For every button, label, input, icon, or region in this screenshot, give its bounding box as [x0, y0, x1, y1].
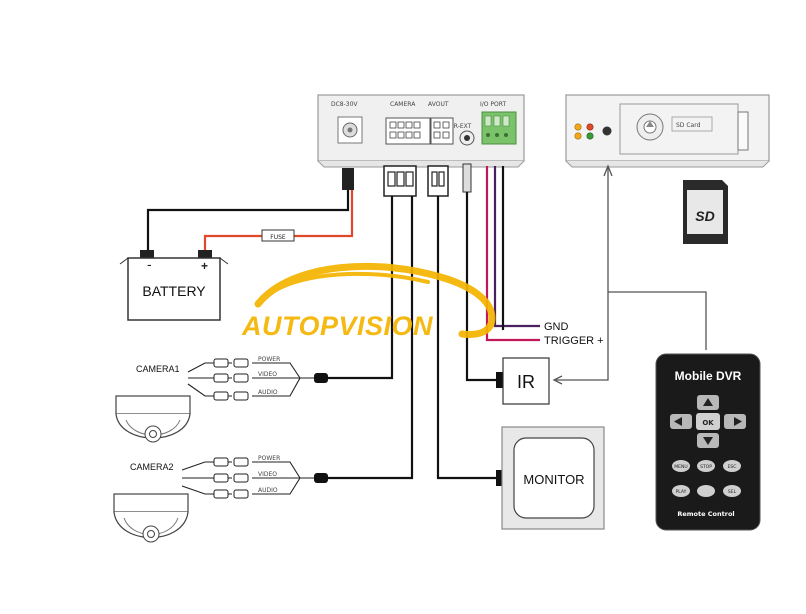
camera1-label: CAMERA1	[136, 364, 180, 374]
battery-plus-label: +	[201, 259, 208, 273]
arrow-down-icon	[703, 437, 713, 445]
remote-footer: Remote Control	[677, 510, 734, 518]
camera1-group: CAMERA1 POWER VIDEO AUDIO	[115, 356, 314, 443]
port-io-label: I/O PORT	[480, 101, 506, 108]
battery-label: BATTERY	[142, 283, 206, 299]
remote-button-label: MENU	[674, 464, 687, 470]
ir-receiver: IR	[502, 357, 550, 405]
camera1-audio-label: AUDIO	[258, 389, 278, 396]
battery: - + BATTERY	[119, 250, 229, 321]
arrow-left-icon	[674, 417, 682, 426]
port-avout-label: AVOUT	[428, 101, 449, 108]
fuse: FUSE	[261, 229, 295, 242]
camera2-power-label: POWER	[258, 455, 280, 462]
dome-camera-icon	[115, 395, 191, 443]
fuse-label: FUSE	[270, 234, 286, 241]
monitor: MONITOR	[501, 426, 605, 530]
camera2-audio-label: AUDIO	[258, 487, 278, 494]
battery-minus-label: -	[147, 256, 152, 272]
camera2-video-label: VIDEO	[258, 471, 277, 478]
dome-camera-icon	[113, 493, 189, 543]
gnd-label: GND	[544, 321, 569, 333]
remote-button-label: ESC	[728, 464, 737, 470]
wiring	[146, 163, 707, 486]
trigger-label: TRIGGER +	[544, 335, 604, 347]
remote-button-label: SEL	[728, 489, 737, 495]
remote-ok-label: OK	[702, 419, 714, 427]
ir-label: IR	[517, 372, 535, 392]
port-camera-label: CAMERA	[390, 101, 416, 108]
port-ir-label: IR-EXT	[452, 123, 472, 130]
autopvision-watermark: AUTOPVISION	[241, 262, 496, 341]
sd-card-icon: SD	[683, 180, 728, 244]
sd-card-slot-label: SD Card	[676, 122, 701, 129]
watermark-text: AUTOPVISION	[241, 311, 433, 341]
camera2-group: CAMERA2 POWER VIDEO AUDIO	[113, 455, 314, 543]
dvr-unit: DC8-30V CAMERA AVOUT IR-EXT I/O PORT	[317, 94, 525, 168]
camera1-power-label: POWER	[258, 356, 280, 363]
dvr-front-panel: SD Card	[565, 94, 770, 168]
remote-title: Mobile DVR	[675, 369, 742, 383]
arrow-up-icon	[703, 398, 713, 406]
remote-control: Mobile DVR OK MENU STOP ESC PLAY SEL	[655, 353, 761, 531]
port-power-label: DC8-30V	[331, 101, 358, 108]
remote-button-label: STOP	[700, 464, 712, 470]
sd-card-label: SD	[695, 208, 714, 224]
arrow-right-icon	[734, 417, 742, 426]
camera1-video-label: VIDEO	[258, 371, 277, 378]
remote-button-label: PLAY	[676, 489, 687, 495]
monitor-label: MONITOR	[523, 472, 584, 487]
remote-dpad: OK	[670, 395, 746, 448]
camera2-label: CAMERA2	[130, 462, 174, 472]
